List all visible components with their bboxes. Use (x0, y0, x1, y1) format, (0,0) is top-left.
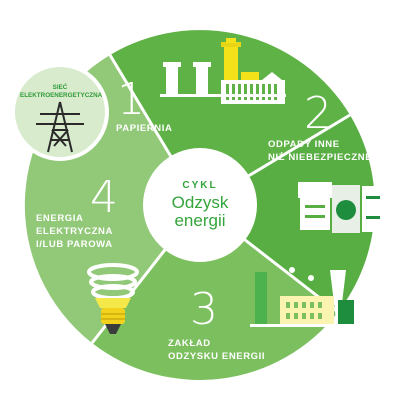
center-title: CYKL (182, 180, 218, 191)
step-4-label-line3: I/LUB PAROWA (36, 239, 113, 250)
step-3-number: 3 (190, 284, 218, 335)
segment-odpady (200, 115, 375, 312)
step-4-label-line1: ENERGIA (36, 213, 84, 224)
waste-bales-icon (298, 182, 384, 233)
step-4-label: ENERGIA ELEKTRYCZNA I/LUB PAROWA (36, 212, 113, 251)
step-2-number: 2 (304, 88, 332, 139)
grid-badge (11, 63, 109, 161)
grid-badge-label: SIEĆ ELEKTROENERGETYCZNA (20, 84, 103, 100)
segment-zaklad (92, 205, 338, 380)
step-3-label-line2: ODZYSKU ENERGII (168, 351, 266, 362)
power-plant-icon (250, 267, 358, 327)
step-3-label-line1: ZAKŁAD (168, 338, 211, 349)
step-2-label: ODPADY INNE NIŻ NIEBEZPIECZNE (268, 138, 372, 164)
step-1-number: 1 (117, 74, 145, 125)
step-1-label: PAPIERNIA (116, 123, 173, 134)
step-4-number: 4 (90, 172, 118, 223)
center-circle (143, 148, 257, 262)
power-pylon-icon (36, 101, 84, 153)
grid-badge-line2: ELEKTROENERGETYCZNA (20, 92, 103, 99)
factory-icon (160, 38, 286, 104)
center-subtitle-line2: energii (174, 211, 226, 230)
center-subtitle: Odzysk energii (150, 194, 250, 230)
grid-badge-line1: SIEĆ (52, 84, 68, 91)
step-4-label-line2: ELEKTRYCZNA (36, 226, 113, 237)
step-2-label-line1: ODPADY INNE (268, 139, 340, 150)
center-subtitle-line1: Odzysk (171, 193, 229, 212)
light-bulb-icon (87, 263, 139, 334)
step-3-label: ZAKŁAD ODZYSKU ENERGII (168, 337, 265, 363)
step-2-label-line2: NIŻ NIEBEZPIECZNE (268, 152, 373, 163)
